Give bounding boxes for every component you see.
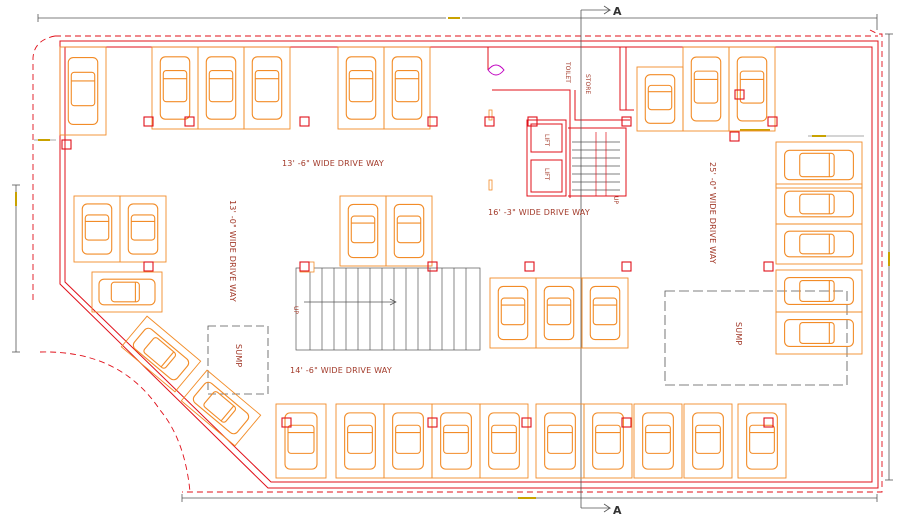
parking-slot (633, 403, 683, 479)
column (621, 261, 632, 272)
bottom-dimension-line (181, 494, 878, 502)
column (524, 261, 535, 272)
column (767, 116, 778, 127)
parking-slot (682, 46, 730, 132)
column (734, 89, 745, 100)
parking-slot (59, 46, 107, 136)
column (427, 261, 438, 272)
column (621, 417, 632, 428)
column (427, 116, 438, 127)
column (621, 116, 632, 127)
column (299, 261, 310, 272)
lift-label-2: LIFT (543, 168, 550, 180)
sump-box-right (664, 290, 848, 386)
svg-text:TOILET: TOILET (564, 61, 571, 83)
parking-slot (489, 277, 537, 349)
outer-wall (59, 40, 879, 489)
section-line-a (580, 5, 612, 513)
parking-slot (339, 195, 387, 267)
parking-slot (385, 195, 433, 267)
parking-slot (180, 369, 262, 447)
sump-right-label: SUMP (734, 322, 743, 345)
parking-slot (151, 46, 199, 130)
column (143, 261, 154, 272)
left-dimension-line (12, 184, 20, 353)
parking-slot (728, 46, 776, 132)
column (763, 261, 774, 272)
parking-slot (383, 403, 433, 479)
door-swing (487, 64, 505, 76)
ramp-up-label: UP (292, 306, 299, 314)
parking-slot (636, 66, 684, 132)
parking-slot (91, 271, 163, 313)
staircase (572, 132, 620, 196)
column (427, 417, 438, 428)
parking-slot (479, 403, 529, 479)
lift-label-1: LIFT (543, 134, 550, 146)
parking-slot (243, 46, 291, 130)
top-dimension-line (37, 14, 878, 30)
column (763, 417, 774, 428)
drive-way-center-label: 16' -3" WIDE DRIVE WAY (488, 208, 590, 217)
parking-slot (775, 311, 863, 355)
column (61, 139, 72, 150)
column (729, 131, 740, 142)
site-boundary (32, 29, 883, 493)
column (299, 116, 310, 127)
stair-up-label: UP (612, 196, 619, 204)
parking-slot (335, 403, 385, 479)
sump-left-label: SUMP (234, 344, 243, 367)
section-marker-bottom: A (613, 504, 622, 517)
drive-way-left-label: 13' -0" WIDE DRIVE WAY (228, 200, 237, 302)
drive-way-top-label: 13' -6" WIDE DRIVE WAY (282, 159, 384, 168)
parking-slot (737, 403, 787, 479)
parking-slot (775, 141, 863, 189)
parking-slot (120, 315, 202, 393)
drive-way-bottom-label: 14' -6" WIDE DRIVE WAY (290, 366, 392, 375)
core-walls (487, 47, 634, 198)
column (143, 116, 154, 127)
parking-slot (535, 277, 583, 349)
column (281, 417, 292, 428)
parking-slot (775, 223, 863, 265)
parking-slots (59, 46, 863, 479)
parking-slot (683, 403, 733, 479)
parking-slot (119, 195, 167, 263)
stair-label: STORE (584, 74, 591, 94)
parking-slot (197, 46, 245, 130)
columns (61, 89, 778, 428)
column (484, 116, 495, 127)
parking-slot (275, 403, 327, 479)
parking-slot (337, 46, 385, 130)
parking-slot (581, 277, 629, 349)
ramp (295, 267, 481, 351)
parking-slot (73, 195, 121, 263)
column (527, 116, 538, 127)
parking-slot (583, 403, 633, 479)
section-marker-top: A (613, 5, 622, 18)
sump-box-left (207, 325, 269, 395)
column (521, 417, 532, 428)
parking-slot (431, 403, 481, 479)
column (184, 116, 195, 127)
right-dimension-line (885, 33, 893, 481)
parking-slot (775, 183, 863, 225)
parking-slot (535, 403, 585, 479)
drive-way-right-label: 25' -0" WIDE DRIVE WAY (708, 162, 717, 264)
parking-slot (383, 46, 431, 130)
